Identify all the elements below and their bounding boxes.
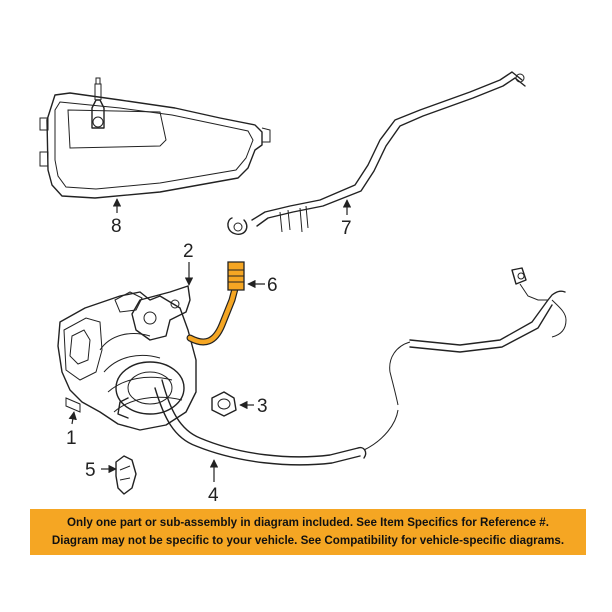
callout-6: 6 <box>267 275 278 296</box>
callout-5: 5 <box>85 460 96 481</box>
callout-8: 8 <box>111 216 122 237</box>
nut-part-3 <box>211 391 237 417</box>
notice-line-1: Only one part or sub-assembly in diagram… <box>67 516 549 529</box>
clip-part-5 <box>115 455 137 495</box>
callout-3: 3 <box>257 396 268 417</box>
washer-hose-part-4 <box>154 267 567 466</box>
callout-2: 2 <box>183 241 194 262</box>
washer-line-part-7 <box>227 71 526 235</box>
highlighted-hose-part-6 <box>186 261 245 346</box>
reservoir-part-8 <box>39 77 271 199</box>
callout-1: 1 <box>66 428 77 449</box>
leader-lines <box>68 198 352 482</box>
pump-assembly-part-1 <box>57 291 197 431</box>
callout-4: 4 <box>208 485 219 506</box>
compatibility-notice-banner: Only one part or sub-assembly in diagram… <box>30 509 586 555</box>
callout-7: 7 <box>341 218 352 239</box>
bracket-part-2 <box>131 285 191 341</box>
notice-line-2: Diagram may not be specific to your vehi… <box>51 534 565 547</box>
